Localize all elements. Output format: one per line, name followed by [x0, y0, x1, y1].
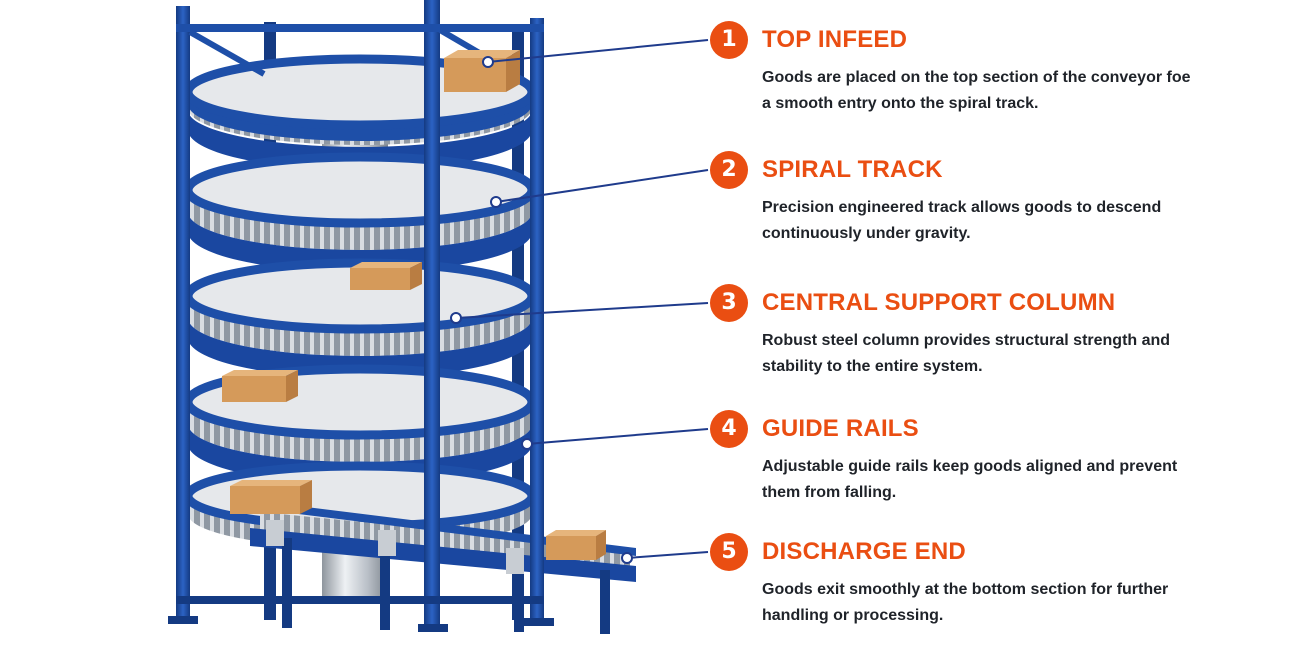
- callout-title: SPIRAL TRACK: [762, 156, 943, 183]
- leader-line-2: [490, 169, 709, 208]
- cartons: [222, 50, 606, 560]
- carton-tier-5: [230, 480, 312, 514]
- callout-title: TOP INFEED: [762, 26, 908, 53]
- callout-title: CENTRAL SUPPORT COLUMN: [762, 289, 1116, 316]
- callout-description: Goods exit smoothly at the bottom sectio…: [762, 581, 1169, 624]
- number-badge-icon: 2: [710, 151, 748, 189]
- carton-tier-4: [222, 370, 298, 402]
- leader-line-3: [450, 302, 709, 324]
- frame-front-posts: [168, 0, 554, 632]
- number-badge-icon: 1: [710, 21, 748, 59]
- number-badge-icon: 5: [710, 533, 748, 571]
- number-badge-icon: 4: [710, 410, 748, 448]
- leader-lines: [450, 39, 709, 564]
- carton-discharge: [546, 530, 606, 560]
- callout-description: Adjustable guide rails keep goods aligne…: [762, 458, 1178, 501]
- spiral-track: [183, 54, 537, 548]
- callout-description: Robust steel column provides structural …: [762, 332, 1171, 375]
- callout-title: DISCHARGE END: [762, 538, 966, 565]
- leader-line-5: [621, 551, 709, 564]
- carton-tier-3: [350, 262, 422, 290]
- leader-line-1: [482, 39, 709, 68]
- carton-top: [444, 50, 520, 92]
- number-badge-icon: 3: [710, 284, 748, 322]
- callout-description: Precision engineered track allows goods …: [762, 199, 1162, 242]
- leader-line-4: [521, 428, 709, 450]
- callout-title: GUIDE RAILS: [762, 415, 919, 442]
- callout-description: Goods are placed on the top section of t…: [762, 69, 1191, 112]
